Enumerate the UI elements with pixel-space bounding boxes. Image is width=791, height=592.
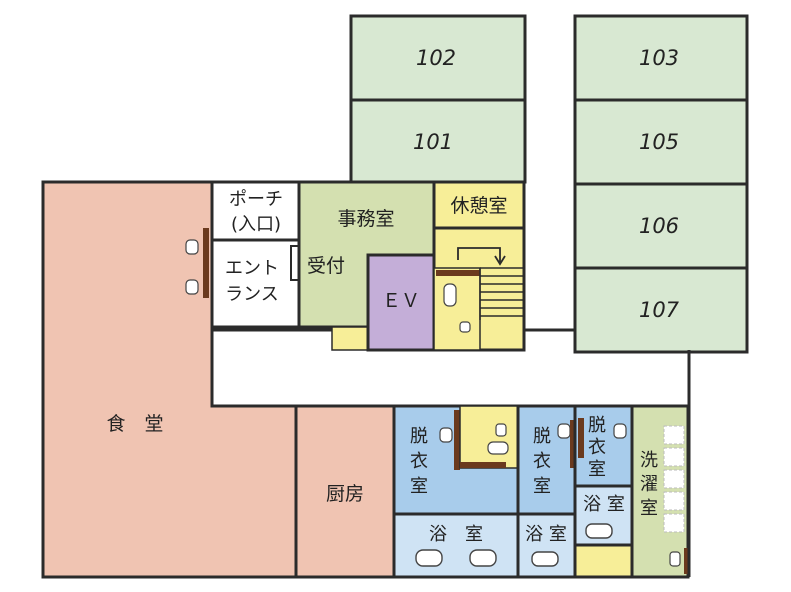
changing-room-3 [573,404,634,488]
bath-1-tub-icon-b [469,549,497,567]
room-103-label: 103 [639,46,679,70]
room-105-label: 105 [639,130,679,154]
bath-2-tub-icon [531,551,559,567]
changing-room-2-label-3: 室 [533,476,551,497]
room-106-label: 106 [639,214,679,238]
dining-door [203,228,209,298]
storage [573,543,634,579]
changing-room-1-label-2: 衣 [410,451,428,472]
kitchen [294,404,396,579]
changing-room-2-label-2: 衣 [533,451,551,472]
sink-icon [185,239,199,295]
bath-2-label: 浴 室 [525,524,567,545]
bath-room-1 [392,512,520,579]
porch-label-2: (入口) [231,214,281,235]
laundry-label-3: 室 [640,498,658,519]
office-label: 事務室 [337,208,394,230]
room-102-label: 102 [416,46,456,70]
toilet-2-door [460,462,506,468]
entrance [210,238,301,329]
lounge-label: 休憩室 [450,195,507,217]
laundry-label-1: 洗 [640,450,658,471]
toilet-sink-icon [459,321,471,333]
toilet-2-icon [487,441,509,455]
changing-room-3-label-1: 脱 [588,415,606,436]
laundry-label-2: 濯 [640,474,658,495]
toilet-room-2 [459,405,519,469]
changing-2-door [570,420,576,468]
changing-3-door [578,418,584,458]
dining-label: 食 堂 [106,413,163,435]
kitchen-label: 厨房 [326,483,364,505]
reception-label: 受付 [307,255,345,277]
room-102 [349,14,527,102]
elevator-label: ＥＶ [382,290,420,312]
changing-room-3-label-2: 衣 [588,437,606,458]
changing-2-sink-icon [557,423,571,439]
washing-machines [663,425,685,533]
changing-1-sink-icon [439,427,453,443]
office-desk [331,326,369,351]
changing-room-1-label-1: 脱 [410,426,428,447]
laundry-sink-icon [669,551,681,567]
entrance-label-1: エント [225,258,279,279]
changing-room-3-label-3: 室 [588,459,606,480]
bath-1-tub-icon-a [415,549,443,567]
toilet-2-sink-icon [495,423,507,437]
bath-3-tub-icon [585,523,613,539]
bath-3-label: 浴 室 [583,494,625,515]
bath-1-label: 浴 室 [429,524,483,545]
toilet-door [436,270,480,276]
room-107 [573,266,749,354]
room-101-label: 101 [413,130,453,154]
room-103 [573,14,749,102]
toilet-room [433,267,481,351]
entrance-label-2: ランス [225,284,279,305]
room-106 [573,182,749,270]
toilet-icon [443,283,457,307]
stairs [479,267,524,320]
lounge [432,180,526,230]
dining-room-lower [43,406,296,577]
room-107-label: 107 [639,298,680,322]
changing-3-sink-icon [613,423,627,439]
changing-room-1-label-3: 室 [410,476,428,497]
changing-room-2-label-1: 脱 [533,426,551,447]
laundry-door [684,548,689,574]
porch-label-1: ポーチ [229,189,283,210]
stair-arrow-icon [457,247,506,266]
changing-1-door [454,410,460,470]
